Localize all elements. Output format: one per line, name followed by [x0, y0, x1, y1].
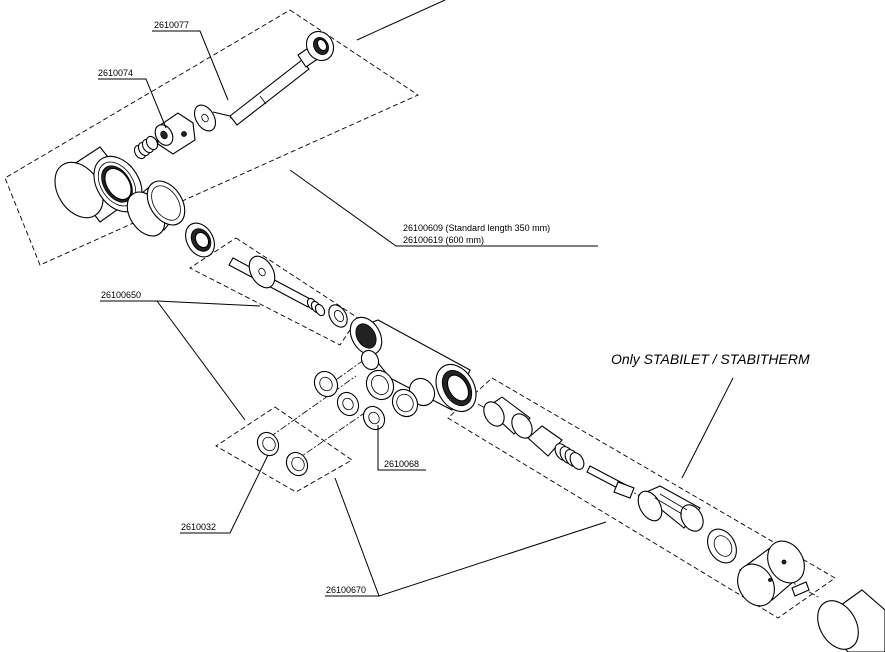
spring-stem: [306, 297, 326, 317]
leader-note: [681, 377, 734, 479]
label-26100609: 26100609 (Standard length 350 mm): [403, 223, 550, 233]
leader-26100670-b: [378, 521, 607, 597]
valve-stem: [228, 255, 313, 308]
axis-seal-1: [269, 375, 357, 438]
leader-2610032: [180, 454, 269, 534]
label-26100650: 26100650: [101, 290, 141, 300]
axis-seal-2: [295, 411, 367, 461]
ring-top: [305, 30, 335, 62]
leader-26100609: [289, 169, 598, 247]
label-26100670: 26100670: [326, 585, 366, 595]
label-2610077: 2610077: [154, 20, 189, 30]
cartridge-sleeve: [483, 396, 533, 439]
cartridge-ring: [707, 528, 737, 564]
hex-coupling: [154, 112, 196, 155]
cartridge-pin: [586, 465, 635, 499]
seal-1: [256, 431, 280, 457]
leader-26100650-a: [100, 300, 261, 307]
leader-2610077: [152, 30, 229, 101]
label-26100619: 26100619 (600 mm): [403, 235, 484, 245]
nut-2610068: [362, 405, 386, 431]
assembly-box-seals: [215, 406, 353, 493]
spring-upper: [133, 135, 159, 160]
seal-2: [285, 451, 309, 477]
label-2610032: 2610032: [181, 522, 216, 532]
label-2610074: 2610074: [98, 68, 133, 78]
leader-2610068: [377, 425, 426, 471]
leader-26100650-b: [156, 300, 246, 421]
spindle-rod: [229, 43, 323, 126]
nut-left: [313, 370, 339, 398]
assembly-box-stem: [189, 237, 359, 346]
leader-26100670-a: [325, 477, 380, 597]
leader-2610074: [98, 78, 167, 129]
valve-body: [349, 316, 477, 418]
cartridge-valve: [637, 485, 704, 532]
seat-ring: [185, 222, 215, 258]
cartridge-spring: [554, 443, 585, 470]
assembly-box-upper: [4, 9, 419, 266]
note-stabilet-stabitherm: Only STABILET / STABITHERM: [611, 351, 810, 367]
label-2610068: 2610068: [384, 459, 419, 469]
cartridge-knob: [737, 540, 805, 607]
stem-washer: [328, 304, 348, 328]
nut-mid: [336, 391, 360, 417]
leader-top: [356, 0, 446, 41]
sleeve-ring: [126, 180, 186, 237]
cartridge-cage: [527, 425, 563, 457]
cartridge-screw: [791, 581, 810, 597]
axis-nut: [325, 356, 369, 388]
disc-washer: [193, 104, 231, 132]
handle-end: [817, 589, 885, 652]
